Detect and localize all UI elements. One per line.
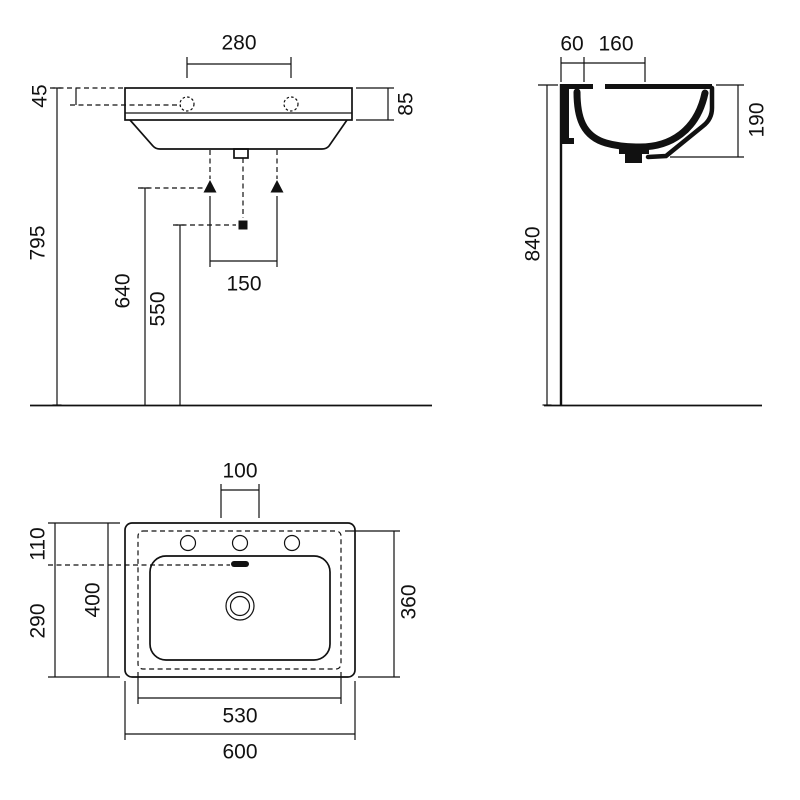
front-dim-fixing-spacing: 150	[226, 273, 261, 296]
plan-dim-bowl-depth: 360	[398, 584, 421, 619]
fixing-template-outline	[137, 530, 342, 670]
dim-front-waste-height: 550	[147, 224, 236, 405]
tap-hole-section-gap	[593, 82, 605, 91]
basin-front-outline	[124, 87, 353, 159]
tap-hole-icon	[179, 534, 197, 552]
tap-hole-icon	[179, 96, 195, 112]
waste-trap-section	[619, 145, 649, 154]
dim-front-tap-spacing: 280	[186, 32, 292, 78]
dim-plan-overall-width: 600	[124, 681, 356, 764]
plan-dim-back-depth: 110	[27, 527, 50, 560]
side-dim-overall-height: 840	[522, 226, 545, 261]
front-dim-rim-height: 795	[27, 225, 50, 260]
overflow-slot	[231, 561, 249, 567]
dim-side-overall-height: 840	[522, 84, 558, 406]
basin-section	[561, 82, 715, 163]
waste-drain	[225, 591, 255, 621]
tap-hole-icon	[283, 534, 301, 552]
front-dim-tap-spacing: 280	[221, 32, 256, 55]
plan-dim-fixing-width: 530	[222, 705, 257, 728]
front-dim-rim-to-tap: 45	[29, 84, 52, 107]
waste-trap-section	[625, 154, 642, 163]
front-dim-waste-height: 550	[147, 291, 170, 326]
fixing-markers	[203, 150, 284, 230]
dim-front-rim-height: 795	[27, 87, 62, 406]
plan-view: 100 110 290 400 360 530	[27, 460, 421, 764]
dim-side-basin-height: 190	[670, 84, 769, 158]
plan-dim-front-depth: 290	[27, 603, 50, 638]
waste-stub	[233, 148, 249, 159]
dim-front-fixing-spacing: 150	[209, 196, 278, 296]
side-dim-tap-depth: 160	[598, 33, 633, 56]
tap-hole-icon	[231, 534, 249, 552]
dim-front-apron-height: 85	[356, 87, 418, 121]
dim-side-depths: 60 160	[560, 33, 646, 82]
dim-front-rim-to-tap: 45	[29, 84, 181, 108]
dim-plan-tap-spacing: 100	[220, 460, 260, 518]
front-dim-apron-height: 85	[395, 92, 418, 115]
tap-hole-icon	[283, 96, 299, 112]
side-dim-wall-offset: 60	[560, 33, 583, 56]
side-dim-basin-height: 190	[746, 102, 769, 137]
dim-front-fixing-height: 640	[112, 187, 203, 405]
plan-dim-overall-depth: 400	[82, 582, 105, 617]
front-dim-fixing-height: 640	[112, 273, 135, 308]
fixing-point-marker	[203, 180, 217, 193]
plan-dim-overall-width: 600	[222, 741, 257, 764]
side-view: 60 160 190 840	[522, 33, 769, 407]
basin-plan-outline	[124, 522, 356, 678]
waste-outlet-marker	[238, 220, 248, 230]
front-shell-section	[645, 85, 715, 160]
front-view: 280 45 85 795 640	[27, 32, 432, 407]
bowl-outline	[149, 555, 331, 661]
dim-plan-fixing-width: 530	[137, 672, 342, 728]
tap-holes-front	[179, 96, 299, 112]
fixing-point-marker	[270, 180, 284, 193]
plan-dim-tap-spacing: 100	[222, 460, 257, 483]
dim-plan-bowl-depth: 360	[345, 530, 421, 678]
tap-holes-plan	[179, 534, 301, 567]
dim-plan-depths-left: 110 290 400	[27, 522, 230, 678]
